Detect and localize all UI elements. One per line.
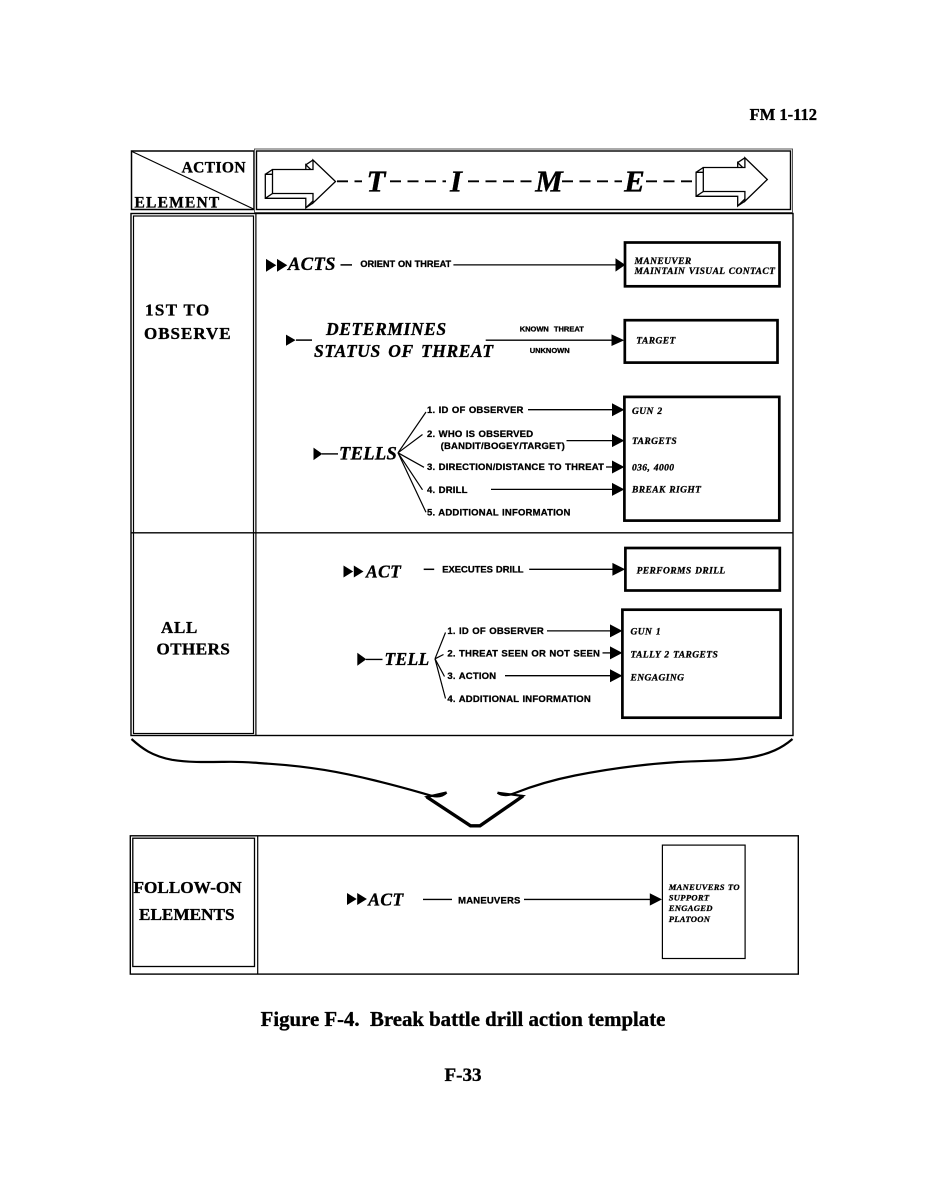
svg-text:PLATOON: PLATOON (669, 914, 711, 924)
svg-text:PERFORMS DRILL: PERFORMS DRILL (637, 566, 726, 576)
svg-text:OTHERS: OTHERS (157, 640, 231, 659)
svg-text:4. DRILL: 4. DRILL (427, 485, 468, 496)
svg-text:SUPPORT: SUPPORT (669, 893, 710, 903)
svg-text:EXECUTES DRILL: EXECUTES DRILL (442, 563, 524, 574)
svg-text:1. ID OF OBSERVER: 1. ID OF OBSERVER (427, 405, 524, 416)
svg-text:5. ADDITIONAL INFORMATION: 5. ADDITIONAL INFORMATION (427, 508, 571, 519)
svg-text:ELEMENTS: ELEMENTS (139, 905, 235, 924)
svg-text:TARGET: TARGET (636, 336, 676, 346)
svg-text:ENGAGED: ENGAGED (668, 903, 713, 913)
svg-text:1. ID OF OBSERVER: 1. ID OF OBSERVER (447, 626, 544, 637)
svg-text:DETERMINES: DETERMINES (325, 319, 447, 339)
svg-text:E: E (623, 164, 645, 199)
svg-text:1ST TO: 1ST TO (145, 301, 211, 320)
svg-text:FM 1-112: FM 1-112 (750, 105, 817, 124)
svg-text:ELEMENT: ELEMENT (135, 195, 221, 212)
svg-text:3. ACTION: 3. ACTION (447, 671, 496, 682)
svg-text:F-33: F-33 (445, 1065, 482, 1086)
svg-text:KNOWN THREAT: KNOWN THREAT (520, 325, 585, 334)
svg-text:TELL: TELL (385, 649, 430, 669)
svg-text:MANEUVER: MANEUVER (634, 257, 692, 267)
svg-text:MANEUVERS: MANEUVERS (458, 895, 521, 906)
svg-text:MAINTAIN VISUAL CONTACT: MAINTAIN VISUAL CONTACT (634, 267, 777, 277)
svg-text:TALLY 2 TARGETS: TALLY 2 TARGETS (631, 651, 719, 661)
svg-text:MANEUVERS TO: MANEUVERS TO (668, 882, 740, 892)
svg-text:(BANDIT/BOGEY/TARGET): (BANDIT/BOGEY/TARGET) (441, 441, 565, 452)
svg-text:Figure F-4. Break battle dril: Figure F-4. Break battle drill action te… (261, 1008, 666, 1031)
svg-text:T: T (367, 164, 387, 199)
svg-text:ENGAGING: ENGAGING (630, 673, 685, 683)
svg-text:ACTION: ACTION (182, 160, 246, 177)
svg-text:BREAK RIGHT: BREAK RIGHT (631, 486, 702, 496)
svg-text:036, 4000: 036, 4000 (632, 463, 674, 473)
svg-text:ACTS: ACTS (287, 255, 336, 275)
svg-text:STATUS OF THREAT: STATUS OF THREAT (314, 341, 494, 361)
svg-text:TELLS: TELLS (339, 445, 397, 465)
svg-text:FOLLOW-ON: FOLLOW-ON (134, 878, 243, 897)
svg-text:3. DIRECTION/DISTANCE TO THREA: 3. DIRECTION/DISTANCE TO THREAT (427, 462, 604, 473)
svg-text:ACT: ACT (367, 890, 404, 910)
svg-text:ORIENT ON THREAT: ORIENT ON THREAT (360, 259, 451, 269)
svg-text:2. THREAT SEEN OR NOT SEEN: 2. THREAT SEEN OR NOT SEEN (447, 648, 600, 659)
svg-text:ACT: ACT (365, 562, 402, 582)
svg-text:TARGETS: TARGETS (632, 437, 677, 447)
svg-text:I: I (449, 164, 463, 199)
svg-text:M: M (534, 164, 564, 199)
svg-text:GUN 1: GUN 1 (631, 627, 662, 637)
svg-text:2. WHO IS OBSERVED: 2. WHO IS OBSERVED (427, 429, 533, 440)
svg-text:UNKNOWN: UNKNOWN (530, 346, 570, 355)
svg-text:OBSERVE: OBSERVE (144, 324, 232, 343)
svg-text:4. ADDITIONAL INFORMATION: 4. ADDITIONAL INFORMATION (447, 694, 591, 705)
svg-text:ALL: ALL (161, 618, 198, 637)
svg-text:GUN 2: GUN 2 (632, 407, 663, 417)
